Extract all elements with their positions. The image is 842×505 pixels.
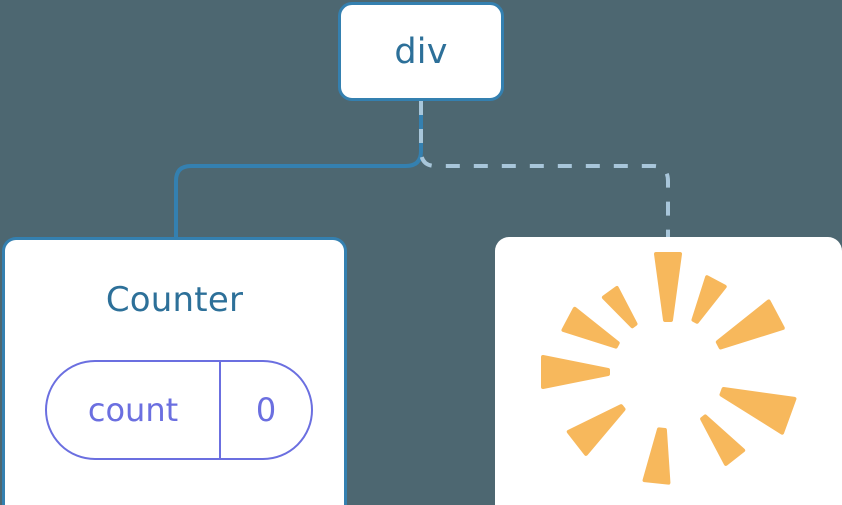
node-counter-label: Counter — [105, 280, 244, 320]
node-sparkle[interactable] — [495, 237, 842, 505]
node-counter[interactable]: Counter count 0 — [2, 237, 347, 505]
state-pill-key: count — [47, 362, 221, 458]
sparkle-ray-6 — [700, 414, 746, 466]
node-div[interactable]: div — [338, 2, 504, 101]
node-div-label: div — [394, 31, 448, 72]
edge-div-sparkle — [419, 101, 670, 238]
state-pill[interactable]: count 0 — [45, 360, 313, 460]
sparkle-ray-3 — [541, 355, 610, 389]
sparkle-ray-0 — [654, 252, 682, 322]
sparkle-burst-icon — [541, 252, 797, 485]
edge-div-counter — [174, 101, 423, 238]
sparkle-ray-2 — [561, 306, 620, 349]
sparkle-ray-1 — [601, 286, 638, 329]
sparkle-ray-7 — [719, 387, 797, 435]
sparkle-ray-4 — [566, 404, 626, 456]
sparkle-ray-group — [541, 252, 797, 485]
sparkle-ray-8 — [715, 299, 785, 350]
sparkle-ray-5 — [642, 427, 671, 485]
sparkle-ray-9 — [691, 275, 727, 324]
state-pill-value: 0 — [255, 391, 277, 429]
